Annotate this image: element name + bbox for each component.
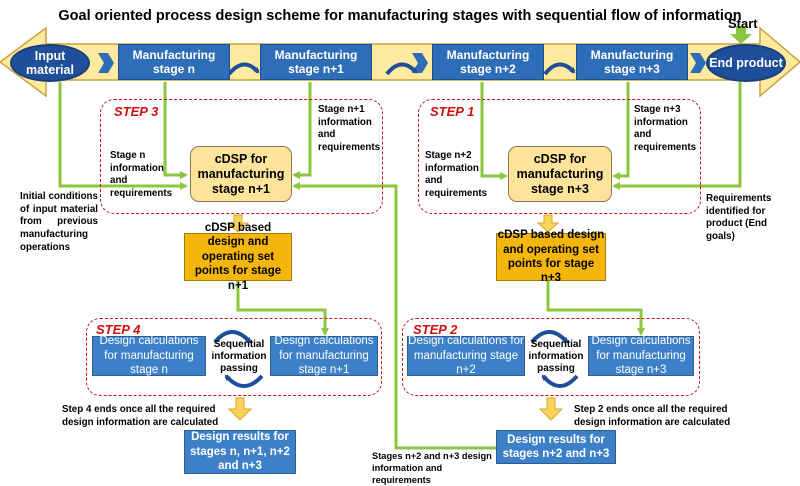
connector-end-to-cdsp-right [612,82,742,190]
cdsp-left: cDSP for manufacturing stage n+1 [190,146,292,202]
cycle-arrow-icon [213,330,252,344]
cycle-arrow-icon [224,374,264,388]
stage-n3-info-note: Stage n+3 information and requirements [634,104,697,154]
connector-results-right-to-cdsp-left [292,182,496,450]
results-right: Design results for stages n+2 and n+3 [496,430,616,464]
calc-stage-n2: Design calculations for manufacturing st… [407,335,525,377]
step4-label: STEP 4 [96,322,141,337]
calc-stage-n: Design calculations for manufacturing st… [92,335,206,376]
chevron-icon [690,53,706,73]
design-setpoints-left: cDSP based design and operating set poin… [184,222,292,292]
cdsp-right: cDSP for manufacturing stage n+3 [508,146,612,202]
stage-n1-info-note: Stage n+1 information and requirements [318,104,381,154]
diagram-title: Goal oriented process design scheme for … [58,8,742,24]
step4-ends-note: Step 4 ends once all the required design… [62,404,219,428]
stage-n2-box: Manufacturing stage n+2 [432,44,544,80]
step1-label: STEP 1 [430,104,475,119]
step3-region [100,99,383,214]
stage-n-info-note: Stage n information and requirements [110,150,173,200]
start-arrow-icon [730,26,752,44]
calc-stage-n1: Design calculations for manufacturing st… [270,335,378,376]
down-arrow-icon [538,397,564,421]
input-material-node: Input material [10,44,90,82]
connector-stage-n1-to-cdsp-left [292,82,312,179]
step3-label: STEP 3 [114,104,159,119]
down-arrow-icon [536,214,560,233]
step2-ends-note: Step 2 ends once all the required design… [574,404,731,428]
stage-n-box: Manufacturing stage n [118,44,230,80]
step2-region [402,318,700,396]
requirements-product-note: Requirements identified for product (End… [706,193,772,243]
cycle-arrow-icon [530,330,569,344]
curved-arrow-icon [227,62,260,76]
curved-arrow-icon [543,62,576,76]
step2-label: STEP 2 [413,322,458,337]
down-arrow-icon [226,214,250,233]
results-left: Design results for stages n, n+1, n+2 an… [184,430,296,474]
connector-stage-n-to-cdsp-left [163,82,188,179]
sequential-note-left: Sequential information passing [211,339,267,374]
step1-region [418,99,701,214]
calc-stage-n3: Design calculations for manufacturing st… [588,335,694,376]
connector-orange-left-to-calc-n1 [236,281,329,336]
connector-orange-right-to-calc-n3 [546,281,645,336]
connector-stage-n2-to-cdsp-right [480,82,508,180]
initial-conditions-note: Initial conditions of input material fro… [20,191,98,253]
cycle-arrow-icon [541,374,579,388]
stage-n2-info-note: Stage n+2 information and requirements [425,150,488,200]
end-product-node: End product [706,44,786,82]
down-arrow-icon [227,397,253,421]
stages-n2-n3-note: Stages n+2 and n+3 design information an… [372,451,492,486]
sequential-note-right: Sequential information passing [528,339,584,374]
stage-n3-box: Manufacturing stage n+3 [576,44,688,80]
chevron-icon [98,53,114,73]
stage-n1-box: Manufacturing stage n+1 [260,44,372,80]
start-label: Start [728,16,758,31]
step4-region [86,318,382,396]
connector-input-to-cdsp-left [58,82,188,190]
connector-stage-n3-to-cdsp-right [612,82,630,180]
design-setpoints-right: cDSP based design and operating set poin… [496,229,606,285]
curved-arrow-icon [385,62,418,76]
